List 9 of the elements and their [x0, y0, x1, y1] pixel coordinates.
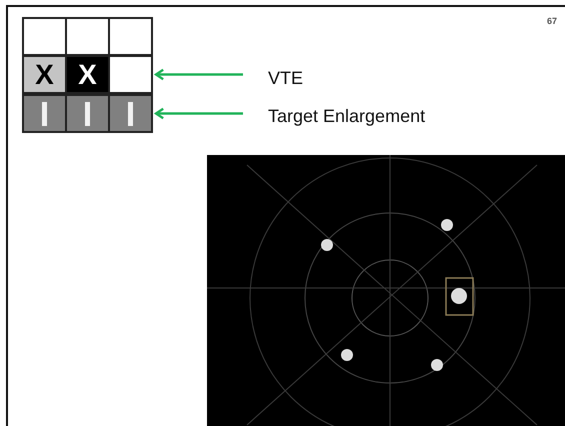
callout-text: VTE — [268, 68, 304, 89]
grid-cell: X — [66, 56, 109, 93]
callout-text: Target Enlargement — [268, 106, 426, 127]
arrow — [154, 68, 243, 80]
grid-cell: X — [23, 56, 66, 93]
arrow — [154, 108, 243, 120]
page-number: 67 — [546, 16, 557, 26]
grid-row — [22, 55, 153, 94]
grid-row — [22, 94, 153, 133]
